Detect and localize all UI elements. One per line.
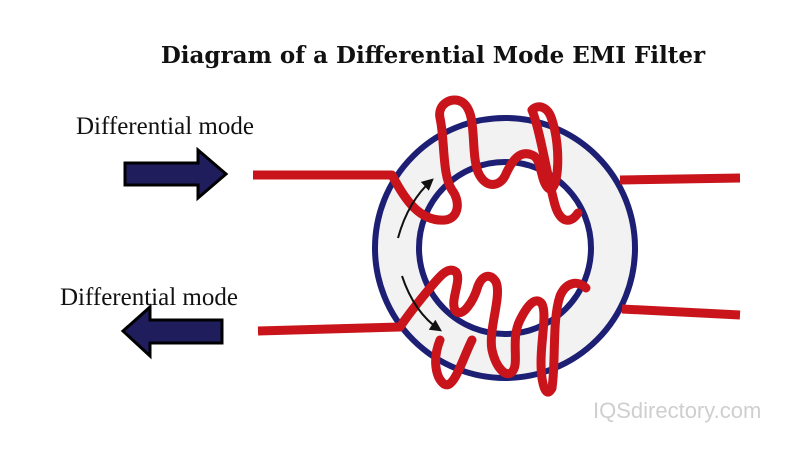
lead-wires: [253, 170, 741, 336]
top-winding: [387, 95, 583, 225]
toroid-core: [372, 115, 638, 381]
label-differential-mode-output: Differential mode: [60, 284, 238, 311]
arrow-left-icon: [120, 303, 224, 360]
flux-arrows: [397, 178, 442, 332]
flux-arrow-up-icon: [397, 178, 434, 239]
bottom-winding: [395, 265, 591, 397]
flux-arrow-down-icon: [401, 275, 442, 332]
arrow-right-icon: [123, 146, 229, 202]
diagram-title: Diagram of a Differential Mode EMI Filte…: [160, 42, 706, 69]
output-wire-bottom: [621, 304, 741, 320]
label-differential-mode-input: Differential mode: [76, 113, 254, 140]
watermark: IQSdirectory.com: [593, 398, 762, 423]
output-wire-top: [619, 173, 741, 185]
input-wire-bottom: [257, 322, 401, 336]
